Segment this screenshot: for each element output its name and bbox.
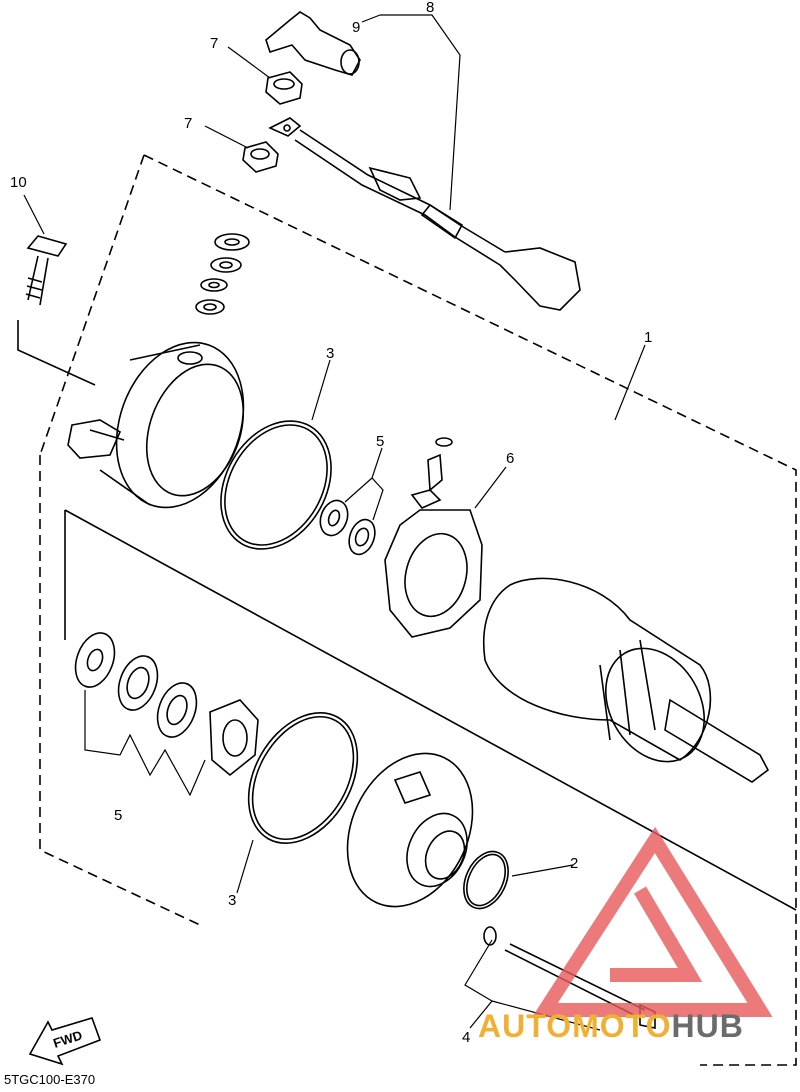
drawing-code: 5TGC100-E370 xyxy=(4,1072,96,1087)
callout-10: 10 xyxy=(10,174,27,191)
callout-2: 2 xyxy=(570,855,578,872)
callout-9: 9 xyxy=(352,19,360,36)
nut-part-7-upper xyxy=(265,71,303,105)
callout-4: 4 xyxy=(462,1029,470,1046)
boot-part-9 xyxy=(265,11,361,76)
callout-6: 6 xyxy=(506,450,514,467)
assembly-dashed-boundary xyxy=(39,154,797,1066)
brush-plate-part-6 xyxy=(384,437,483,638)
fwd-arrow-icon xyxy=(28,1017,102,1066)
callout-5-upper: 5 xyxy=(376,433,384,450)
watermark-part2: HUB xyxy=(671,1008,744,1044)
callout-3-lower: 3 xyxy=(228,892,236,909)
callout-labels: 1 2 3 3 4 5 5 6 7 7 8 9 10 xyxy=(10,0,652,1046)
o-ring-part-3-lower xyxy=(247,712,359,844)
callout-7-upper: 7 xyxy=(210,35,218,52)
callout-1: 1 xyxy=(644,329,652,346)
callout-8: 8 xyxy=(426,0,434,16)
watermark-part1: AUTOMOTO xyxy=(478,1008,672,1044)
inner-frame-lines xyxy=(17,320,797,911)
callout-7-lower: 7 xyxy=(184,115,192,132)
callout-5-lower: 5 xyxy=(114,807,122,824)
lock-washer xyxy=(209,699,259,777)
watermark-logo-icon xyxy=(532,826,773,1017)
bolt-part-10 xyxy=(25,235,68,306)
washers-part-5-upper xyxy=(319,499,376,556)
o-ring-part-3-upper xyxy=(220,420,332,550)
callout-3-upper: 3 xyxy=(326,345,334,362)
rear-cover xyxy=(346,752,474,908)
nut-part-7-lower xyxy=(242,141,279,173)
cable-part-8 xyxy=(268,117,581,311)
watermark-text: AUTOMOTOHUB xyxy=(478,1008,744,1045)
front-cover-housing xyxy=(67,341,245,509)
washers-part-5-lower xyxy=(74,632,198,738)
washer-stack xyxy=(195,233,250,315)
yoke-armature-part-1 xyxy=(482,577,770,783)
o-ring-part-2 xyxy=(463,850,509,910)
